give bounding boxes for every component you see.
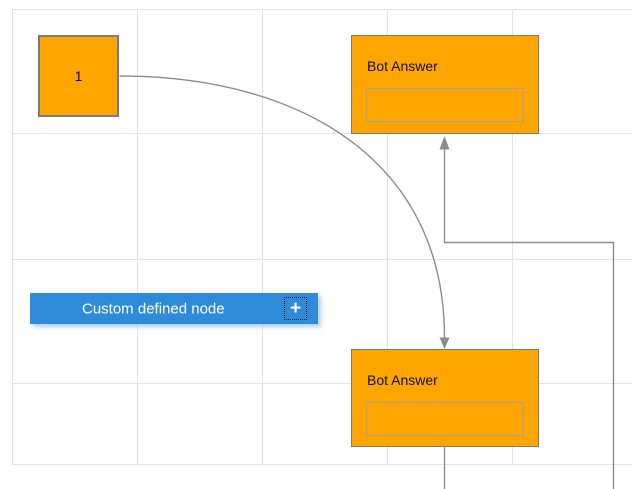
connector-bezier[interactable] [119, 75, 446, 338]
add-plus-icon[interactable]: + [284, 297, 307, 320]
connector-orthogonal-arrowhead [439, 136, 450, 150]
node-start[interactable]: 1 [38, 35, 119, 117]
node-custom-defined[interactable]: Custom defined node + [30, 293, 318, 324]
node-start-label: 1 [74, 68, 83, 84]
bot-answer-title: Bot Answer [367, 58, 438, 74]
connector-bezier-arrowhead [439, 337, 450, 349]
custom-node-label: Custom defined node [82, 300, 225, 317]
bot-answer-title: Bot Answer [367, 372, 438, 388]
connector-orthogonal[interactable] [443, 149, 615, 489]
node-bot-answer-bottom[interactable]: Bot Answer [351, 349, 539, 447]
bot-answer-input[interactable] [366, 402, 524, 436]
bot-answer-input[interactable] [366, 88, 524, 122]
node-bot-answer-top[interactable]: Bot Answer [351, 35, 539, 134]
